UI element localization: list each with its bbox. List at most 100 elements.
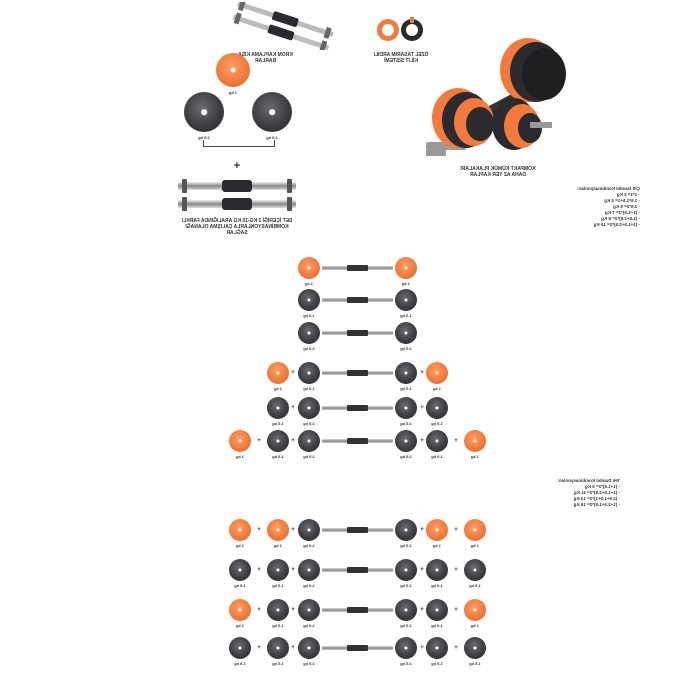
bar-icon [322,607,393,613]
plate-weight-label: 2.5 kg [400,421,412,426]
gray-plate-icon [298,430,320,452]
gray-plate-icon [426,430,448,452]
gray-plate-icon [395,637,417,659]
plate-weight-label: 2.5 kg [400,583,412,588]
gray-plate-icon [298,519,320,541]
plate-weight-label: 2.5 kg [303,661,315,666]
plate-weight-label: 1.5 kg [431,661,443,666]
gray-plate-icon [426,599,448,621]
gray-plate-icon [298,397,320,419]
plus-sign: + [257,645,261,651]
plate-weight-label: 1 kg [470,623,480,628]
bar-icon [322,438,393,444]
plate-weight-label: 1.5 kg [272,661,284,666]
gray-plate-icon [395,430,417,452]
plus-sign: + [454,567,458,573]
plate-weight-label: 2.5 kg [400,346,412,351]
gray-plate-icon [298,322,320,344]
bar-icon [322,370,393,376]
plus-sign: + [420,438,424,444]
single-combos-line: - (1+2.5+1.5)*2= 15 Kg [573,502,620,507]
plate-weight-label: 2.5 kg [400,661,412,666]
gray-plate-icon [267,397,289,419]
gray-plate-right-icon [252,92,292,132]
plus-sign: + [257,607,261,613]
gray-plate-icon [426,397,448,419]
plate-weight-label: 1.5 kg [400,313,412,318]
orange-plate-icon [464,430,486,452]
gray-plate-icon [464,559,486,581]
orange-plate-icon [464,519,486,541]
plate-weight-label: 1.5 kg [400,386,412,391]
orange-plate-icon [426,362,448,384]
plate-weight-label: 1.5 kg [272,454,284,459]
orange-plate-icon [464,599,486,621]
bar-icon [322,567,393,573]
gray-plate-icon [395,559,417,581]
gray-plate-icon [298,599,320,621]
collar-lock-icon [370,8,430,48]
plus-sign: + [420,567,424,573]
plate-weight-label: 1.5 kg [272,583,284,588]
plate-weight-label: 1 kg [235,454,245,459]
plate-weight-label: 1 kg [273,543,283,548]
plus-sign: + [454,438,458,444]
plus-sign: + [420,370,424,376]
plus-sign: + [454,645,458,651]
double-combos-line: - (1+1.5+2.5)*2= 10 Kg [593,222,640,227]
bar-icon [322,330,393,336]
bar-icon [322,265,393,271]
plus-sign: + [291,567,295,573]
plate-weight-label: 2.5 kg [303,543,315,548]
gray-plate-left-icon [184,92,224,132]
plate-weight-label: 1.5 kg [272,421,284,426]
plate-weight-label: 2.5 kg [303,623,315,628]
plate-weight-label: 2.5 kg [400,623,412,628]
plus-sign: + [454,607,458,613]
plus-sign: + [257,527,261,533]
orange-plate-icon [229,519,251,541]
bar-icon [322,645,393,651]
gray-plate-icon [395,362,417,384]
gray-plate-icon [395,322,417,344]
plus-sign: + [291,527,295,533]
plate-weight-label: 2.5 kg [303,583,315,588]
set-content-caption: SET İÇERİĞİ 2 KG-15 KG ARALIĞINDA FARKLI… [181,218,293,236]
plus-sign: + [291,370,295,376]
plate-weight-label: 1 kg [432,543,442,548]
dumbbell-product-photo [418,32,583,167]
chrome-bars-photo [225,0,340,53]
plate-weight-label: 2.5 kg [303,454,315,459]
plates-bracket [203,140,275,147]
plate-weight-label: 1.5 kg [431,421,443,426]
double-combos-block: Çift Dambıl Kombinasyonları: - 1*1= 2 Kg… [520,186,640,228]
plate-weight-label: 1.5 kg [303,386,315,391]
plate-weight-label: 1 kg [470,454,480,459]
gray-plate-icon [426,637,448,659]
plate-weight-label: 1.5 kg [431,583,443,588]
plus-sign: + [257,438,261,444]
orange-plate-icon [298,257,320,279]
plate-weight-label: 1 kg [304,281,314,286]
gray-plate-icon [464,637,486,659]
plate-weight-label: 1.5 kg [431,454,443,459]
plus-sign: + [291,405,295,411]
plus-sign: + [291,438,295,444]
plate-weight-label: 2.5 kg [400,454,412,459]
plate-weight-label: 1 kg [470,543,480,548]
plate-weight-label: 1 kg [235,623,245,628]
plate-weight-label: 1 kg [235,543,245,548]
plus-sign: + [454,527,458,533]
bar-icon [322,405,393,411]
orange-plate-icon [267,362,289,384]
plus-sign: + [420,527,424,533]
gray-plate-icon [426,559,448,581]
gray-plate-icon [298,559,320,581]
plus-sign: + [420,405,424,411]
plate-weight-label: 2.5 kg [400,543,412,548]
gray-plate-icon [395,289,417,311]
plate-weight-label: 1.5 kg [469,661,481,666]
orange-plate-icon [395,257,417,279]
gray-plate-icon [395,397,417,419]
bar-icon [322,297,393,303]
